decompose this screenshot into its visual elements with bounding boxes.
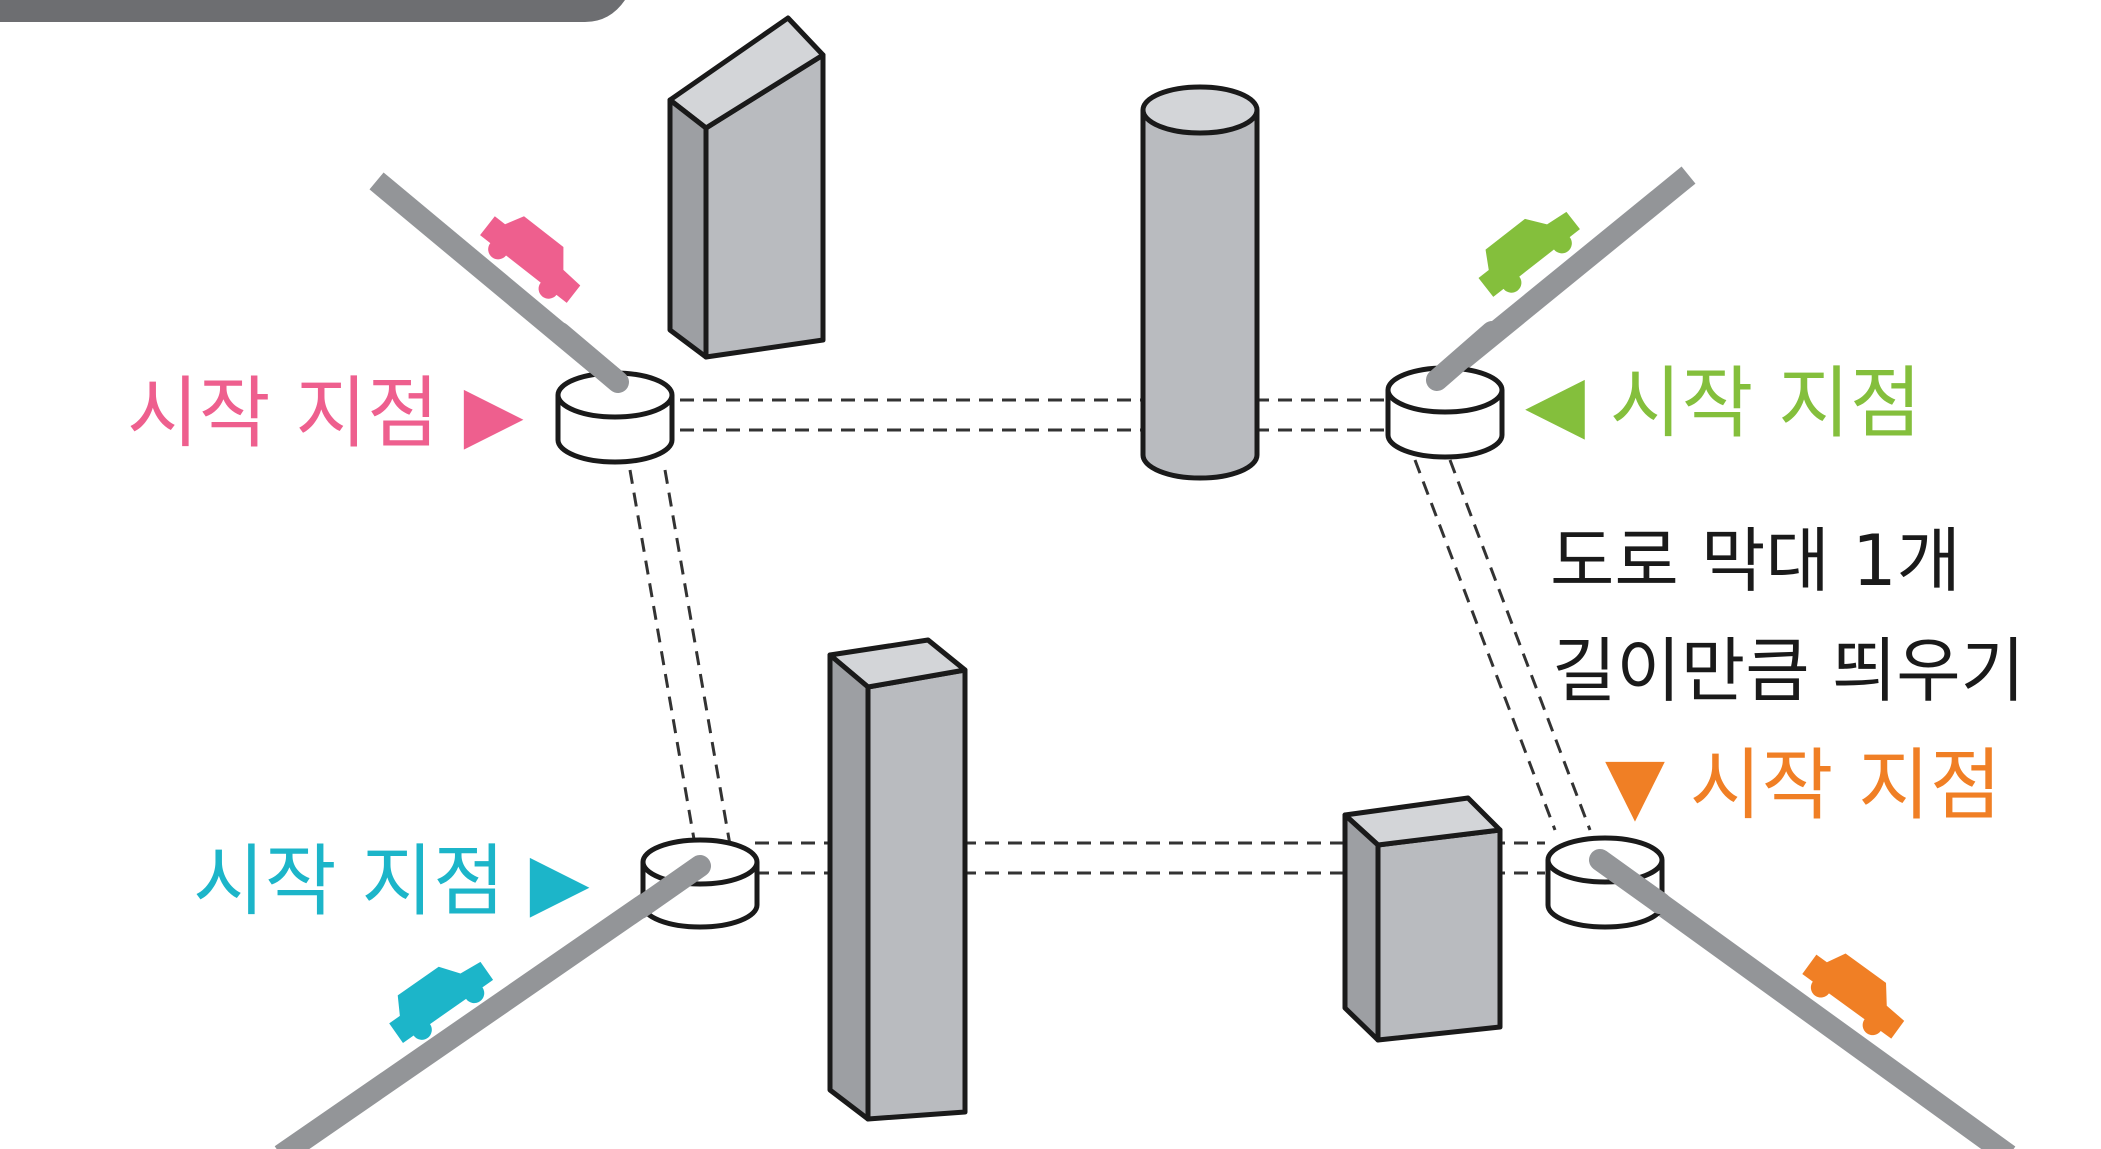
car-icon — [1478, 211, 1580, 297]
header-tab — [0, 0, 625, 22]
car-icon — [389, 961, 494, 1044]
building-cylinder — [1140, 84, 1260, 481]
building-tall — [827, 637, 968, 1122]
spacing-note-line1: 도로 막대 1개 — [1550, 520, 1961, 602]
start-label-pink: 시작 지점 ▶ — [127, 369, 524, 459]
building-slanted — [667, 15, 826, 360]
start-label-green: ◀ 시작 지점 — [1525, 359, 1922, 449]
start-label-orange: ▼ 시작 지점 — [1605, 741, 2002, 831]
connector-bottom-right — [1545, 835, 1665, 930]
start-label-cyan: 시작 지점 ▶ — [193, 837, 590, 927]
building-short — [1342, 795, 1503, 1043]
spacing-note-line2: 길이만큼 띄우기 — [1552, 630, 2025, 712]
car-icon — [480, 216, 581, 303]
dashed-guides — [628, 398, 1592, 875]
connector-top-left — [555, 370, 675, 465]
connector-top-right — [1385, 365, 1505, 460]
car-icon — [1802, 953, 1905, 1039]
